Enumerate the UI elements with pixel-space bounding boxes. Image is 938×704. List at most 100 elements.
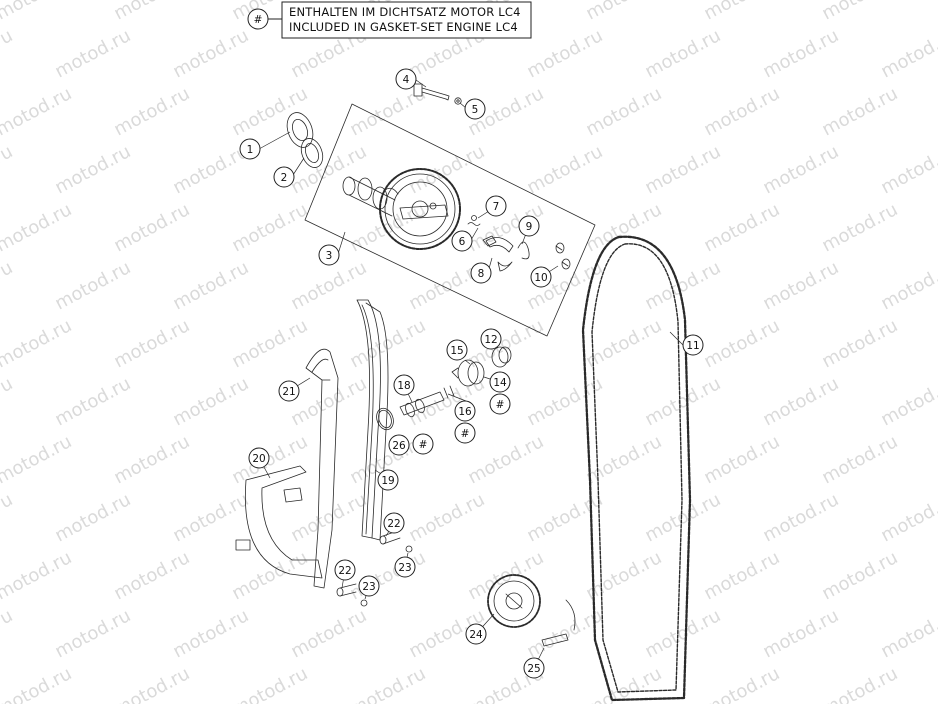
ring-part-2 <box>300 138 324 168</box>
watermark-text: motod.ru <box>169 373 252 430</box>
watermark-text: motod.ru <box>700 431 783 488</box>
callout-22-upper[interactable]: 22 <box>383 512 405 534</box>
callout-14-gasket[interactable]: # <box>489 393 511 415</box>
watermark-text: motod.ru <box>464 431 547 488</box>
watermark-text: motod.ru <box>818 0 901 24</box>
watermark-text: motod.ru <box>51 605 134 662</box>
callout-6[interactable]: 6 <box>451 230 473 252</box>
watermark-text: motod.ru <box>0 547 75 604</box>
callout-22-lower[interactable]: 22 <box>334 559 356 581</box>
watermark-text: motod.ru <box>877 489 938 546</box>
legend-box <box>281 1 532 39</box>
watermark-text: motod.ru <box>582 315 665 372</box>
nut-part-5 <box>454 97 462 105</box>
lever-part-8 <box>482 235 514 272</box>
watermark-text: motod.ru <box>228 315 311 372</box>
watermark-text: motod.ru <box>700 199 783 256</box>
watermark-text: motod.ru <box>51 489 134 546</box>
watermark-text: motod.ru <box>818 663 901 704</box>
watermark-text: motod.ru <box>818 315 901 372</box>
bushing-part-10 <box>555 242 571 270</box>
roller-part-12 <box>491 346 512 368</box>
watermark-text: motod.ru <box>0 489 16 546</box>
watermark-text: motod.ru <box>0 373 16 430</box>
callout-label: 11 <box>686 340 699 352</box>
watermark-text: motod.ru <box>700 547 783 604</box>
watermark-text: motod.ru <box>700 83 783 140</box>
callout-2[interactable]: 2 <box>273 166 295 188</box>
pin-part-22-lower <box>336 583 357 597</box>
watermark-text: motod.ru <box>346 663 429 704</box>
watermark-text: motod.ru <box>582 547 665 604</box>
callout-25[interactable]: 25 <box>523 657 545 679</box>
watermark-text: motod.ru <box>700 315 783 372</box>
watermark-text: motod.ru <box>169 25 252 82</box>
watermark-text: motod.ru <box>523 489 606 546</box>
watermark-text: motod.ru <box>0 199 75 256</box>
callout-label: 12 <box>484 334 497 346</box>
callout-23-upper[interactable]: 23 <box>394 556 416 578</box>
callout-23-lower[interactable]: 23 <box>358 575 380 597</box>
callout-15[interactable]: 15 <box>446 339 468 361</box>
callout-26-gasket[interactable]: # <box>412 433 434 455</box>
watermark-text: motod.ru <box>110 0 193 24</box>
callout-14[interactable]: 14 <box>489 371 511 393</box>
callout-label: # <box>496 399 505 411</box>
callout-label: 1 <box>247 144 254 156</box>
watermark-text: motod.ru <box>0 257 16 314</box>
callout-20[interactable]: 20 <box>248 447 270 469</box>
callout-label: 16 <box>458 406 472 418</box>
callout-11[interactable]: 11 <box>682 334 704 356</box>
cam-sprocket <box>379 168 461 250</box>
spring-part-9 <box>517 241 530 260</box>
watermark-text: motod.ru <box>641 489 724 546</box>
callouts: 1 2 3 4 5 6 7 8 9 10 11 12 14 # 15 16 # … <box>239 68 704 679</box>
callout-label: 23 <box>362 581 375 593</box>
callout-3[interactable]: 3 <box>318 244 340 266</box>
callout-12[interactable]: 12 <box>480 328 502 350</box>
callout-24[interactable]: 24 <box>465 623 487 645</box>
callout-4[interactable]: 4 <box>395 68 417 90</box>
washer-part-23-lower <box>360 599 368 607</box>
watermark-text: motod.ru <box>0 605 16 662</box>
callout-label: 2 <box>281 172 288 184</box>
washer-part-23-upper <box>405 545 413 553</box>
key-part-25 <box>541 599 576 647</box>
watermark-text: motod.ru <box>110 431 193 488</box>
callout-19[interactable]: 19 <box>377 469 399 491</box>
watermark-text: motod.ru <box>759 605 842 662</box>
callout-10[interactable]: 10 <box>530 266 552 288</box>
callout-21[interactable]: 21 <box>278 380 300 402</box>
callout-18[interactable]: 18 <box>393 374 415 396</box>
callout-label: 22 <box>338 565 351 577</box>
callout-9[interactable]: 9 <box>518 215 540 237</box>
watermark-text: motod.ru <box>110 663 193 704</box>
watermark-text: motod.ru <box>877 141 938 198</box>
callout-label: # <box>419 439 428 451</box>
watermark-text: motod.ru <box>582 199 665 256</box>
callout-8[interactable]: 8 <box>470 262 492 284</box>
watermark-text: motod.ru <box>110 547 193 604</box>
legend-symbol: # <box>254 14 263 26</box>
callout-16[interactable]: 16 <box>454 400 476 422</box>
seal-part-1 <box>286 112 314 148</box>
callout-1[interactable]: 1 <box>239 138 261 160</box>
callout-7[interactable]: 7 <box>485 195 507 217</box>
callout-16-gasket[interactable]: # <box>454 422 476 444</box>
watermark-text: motod.ru <box>700 0 783 24</box>
callout-26[interactable]: 26 <box>388 434 410 456</box>
callout-label: 20 <box>252 453 265 465</box>
guide-rail-part-19 <box>356 299 389 541</box>
watermark-text: motod.ru <box>641 141 724 198</box>
watermark-text: motod.ru <box>110 199 193 256</box>
callout-label: # <box>461 428 470 440</box>
watermark-text: motod.ru <box>582 83 665 140</box>
callout-5[interactable]: 5 <box>464 98 486 120</box>
callout-label: 10 <box>534 272 547 284</box>
watermark-text: motod.ru <box>405 489 488 546</box>
callout-label: 5 <box>472 104 479 116</box>
spring-part-6 <box>467 222 481 226</box>
callout-label: 18 <box>397 380 410 392</box>
watermark-text: motod.ru <box>0 83 75 140</box>
